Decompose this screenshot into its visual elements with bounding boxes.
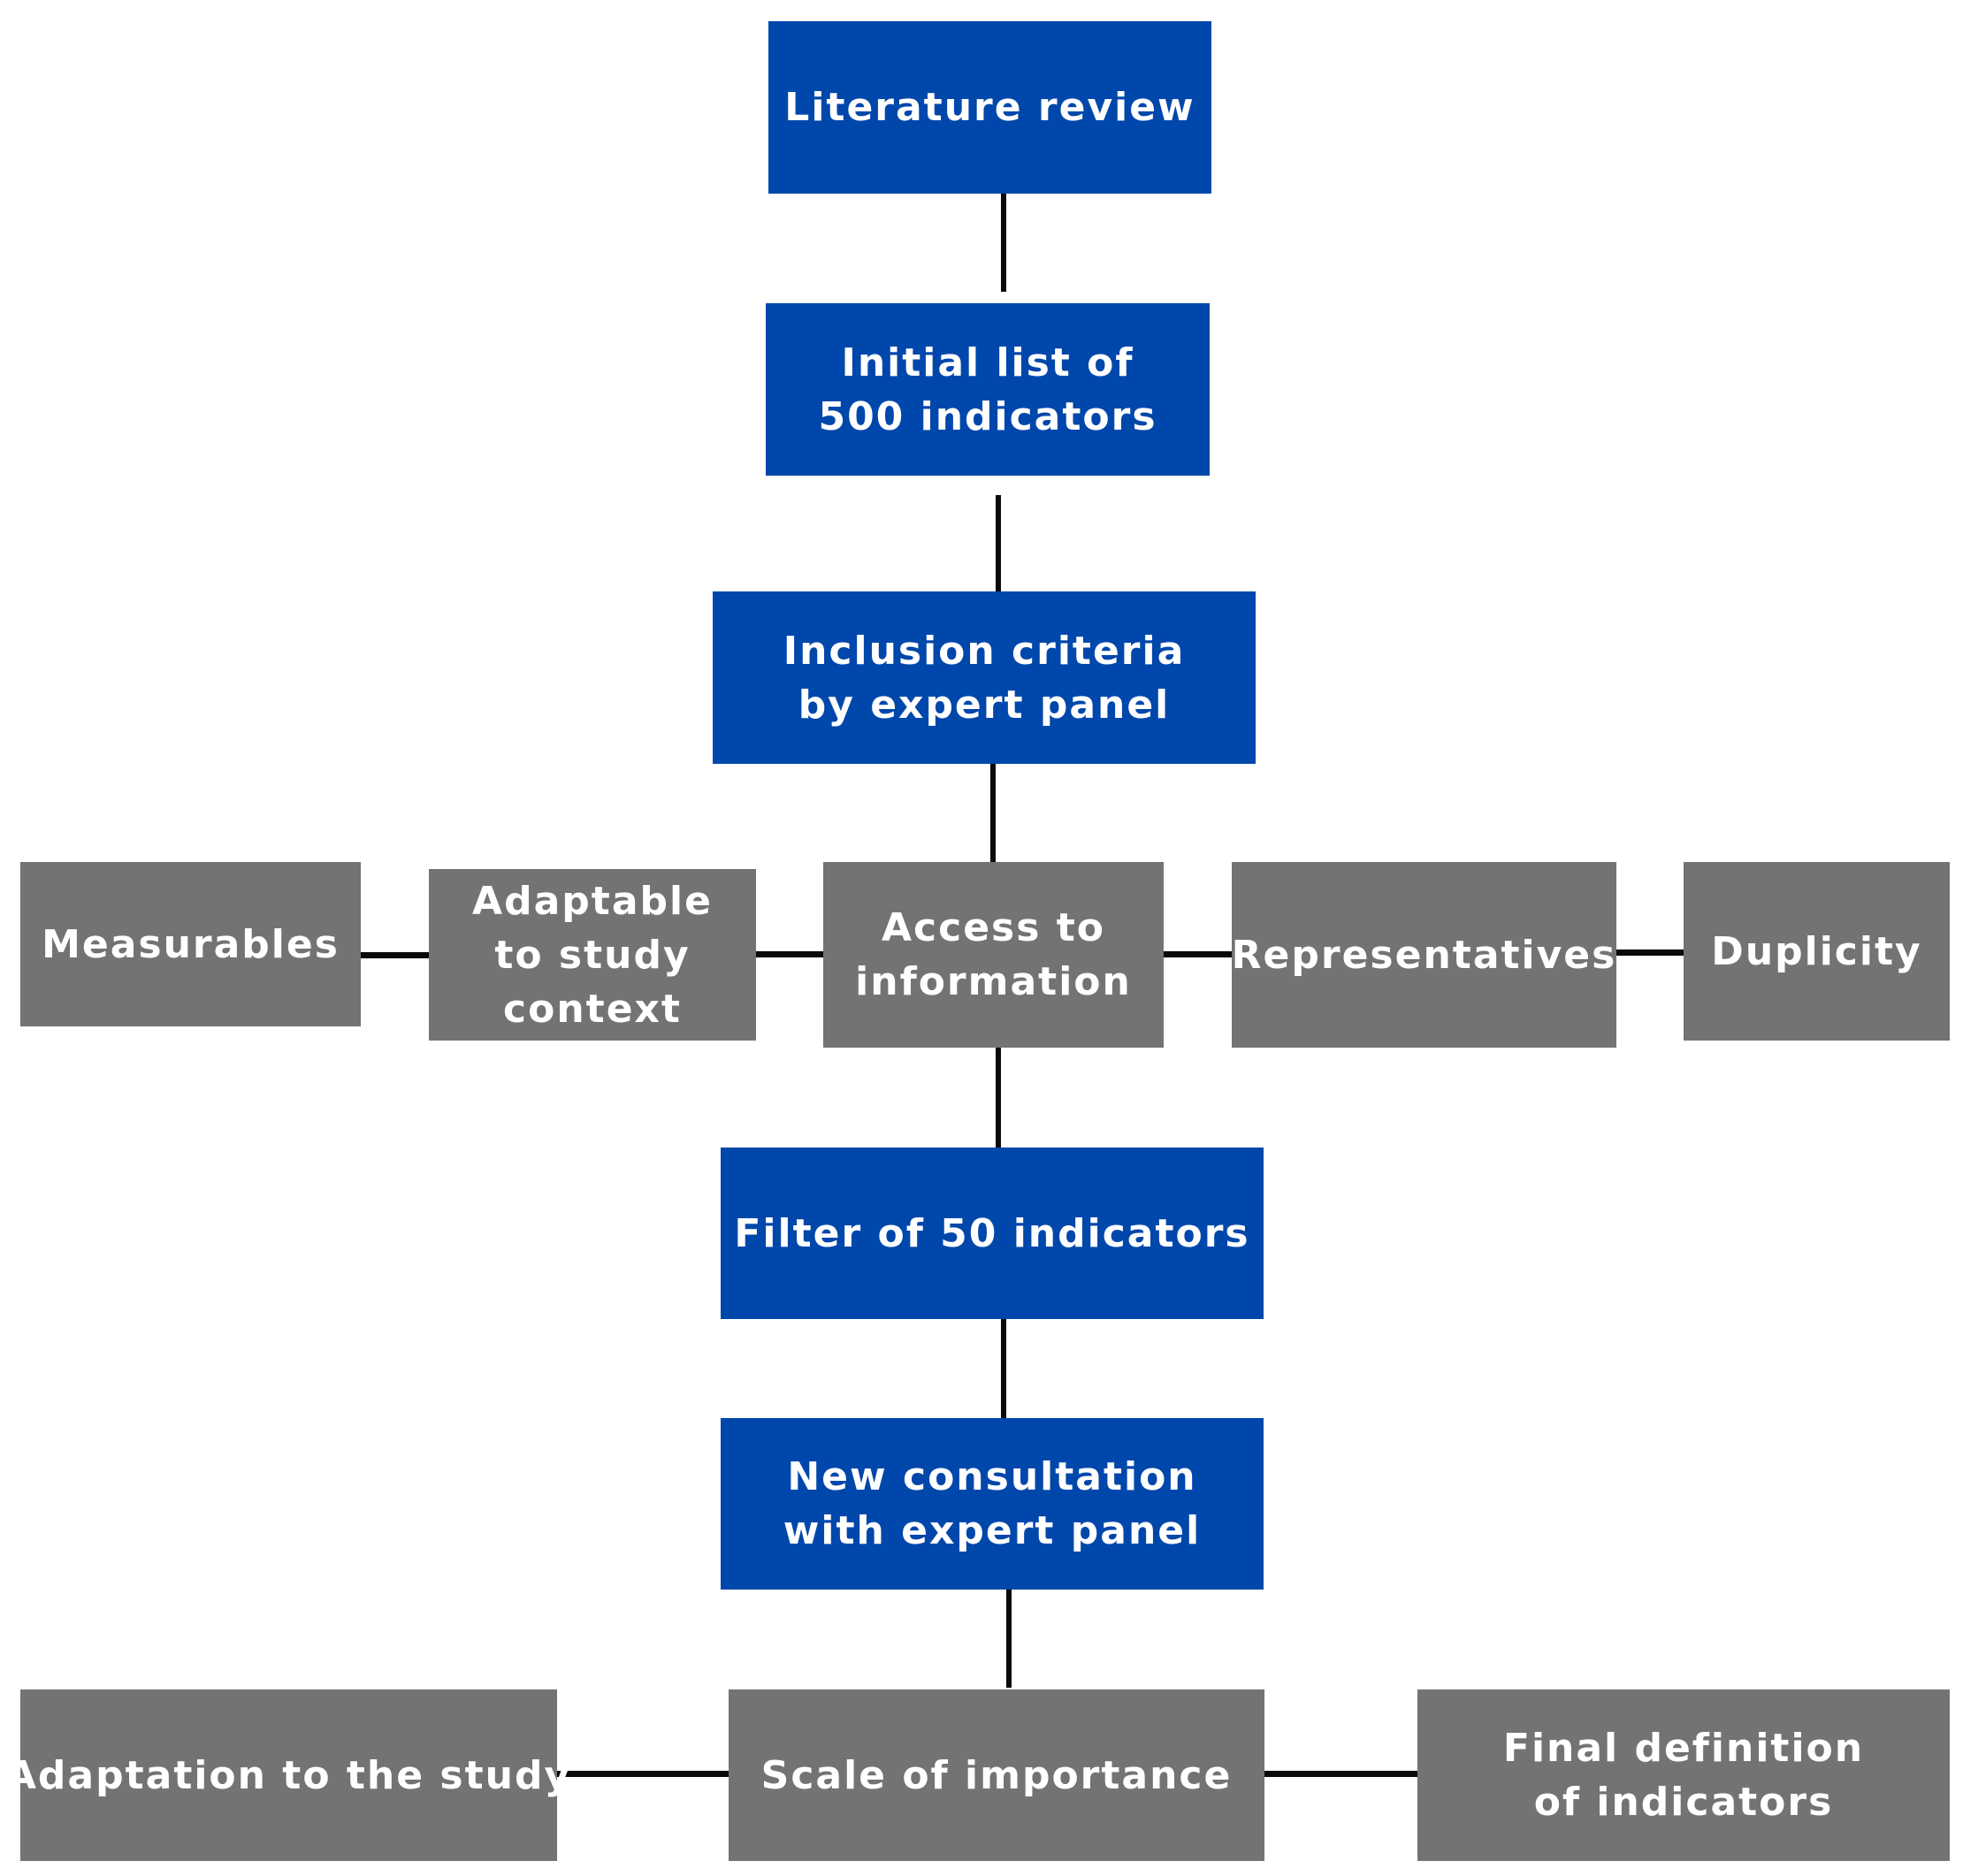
access-label: Access to information [855, 905, 1132, 1004]
new-consultation-label: New consultation with expert panel [783, 1454, 1202, 1553]
inclusion-criteria-label: Inclusion criteria by expert panel [783, 628, 1186, 728]
filter-label: Filter of 50 indicators [734, 1210, 1250, 1256]
literature-review-label: Literature review [784, 85, 1195, 130]
connector-adaptation-to-scale [556, 1771, 729, 1777]
initial-list-label: Initial list of 500 indicators [818, 339, 1157, 439]
connector-filter-to-consultation [1001, 1319, 1006, 1418]
connector-initial-to-inclusion [996, 495, 1001, 594]
initial-list-box: Initial list of 500 indicators [766, 303, 1210, 476]
connector-adaptable-to-access [755, 951, 823, 957]
adaptation-label: Adaptation to the study [5, 1752, 572, 1798]
connector-access-to-representatives [1163, 951, 1232, 957]
measurables-box: Measurables [20, 862, 361, 1026]
adaptation-box: Adaptation to the study [6, 1689, 569, 1861]
new-consultation-box: New consultation with expert panel [721, 1418, 1264, 1590]
connector-access-to-filter [996, 1046, 1001, 1148]
duplicity-label: Duplicity [1711, 928, 1922, 974]
scale-box: Scale of importance [729, 1689, 1264, 1861]
connector-literature-to-initial [1001, 193, 1006, 292]
access-box: Access to information [823, 862, 1164, 1048]
adaptable-box: Adaptable to study context [429, 869, 756, 1041]
final-definition-box: Final definition of indicators [1417, 1689, 1950, 1861]
connector-scale-to-final [1264, 1771, 1417, 1777]
literature-review-box: Literature review [768, 21, 1211, 194]
duplicity-box: Duplicity [1684, 862, 1950, 1041]
representatives-box: Representatives [1232, 862, 1616, 1048]
representatives-label: Representatives [1231, 932, 1617, 978]
measurables-label: Measurables [42, 921, 340, 967]
connector-consultation-to-scale [1006, 1589, 1012, 1688]
filter-box: Filter of 50 indicators [721, 1148, 1264, 1319]
connector-inclusion-to-access [990, 764, 996, 863]
adaptable-label: Adaptable to study context [472, 878, 713, 1032]
inclusion-criteria-box: Inclusion criteria by expert panel [713, 591, 1256, 764]
scale-label: Scale of importance [760, 1752, 1233, 1798]
connector-measurables-to-adaptable [360, 952, 429, 958]
final-definition-label: Final definition of indicators [1502, 1726, 1865, 1825]
connector-representatives-to-duplicity [1615, 949, 1684, 956]
